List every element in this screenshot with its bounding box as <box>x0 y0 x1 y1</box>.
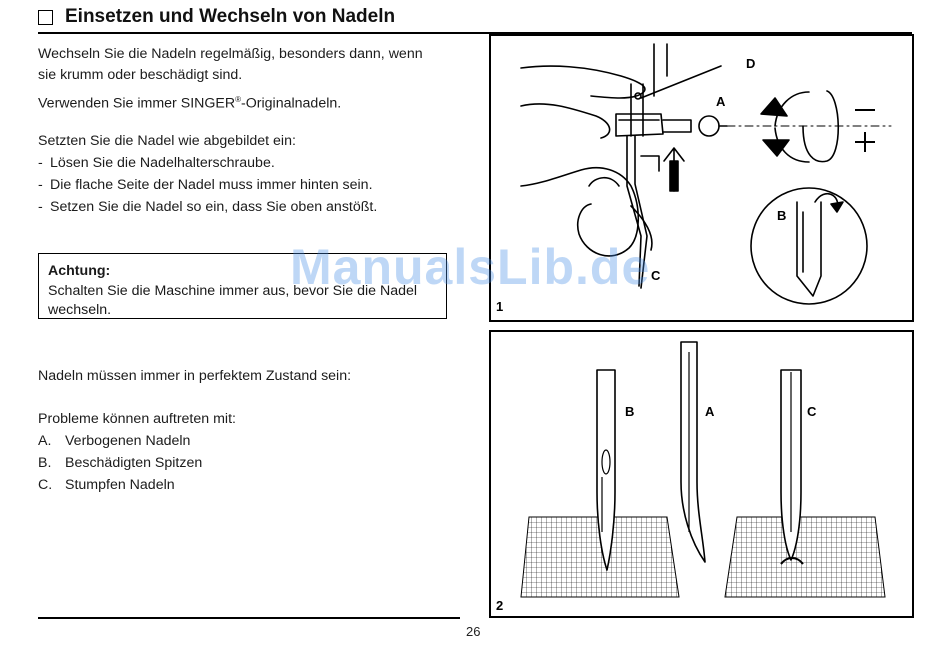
list-item-text: Die flache Seite der Nadel muss immer hi… <box>50 177 373 193</box>
list-dash: - <box>38 177 43 193</box>
list-dash: - <box>38 199 43 215</box>
condition-text: Nadeln müssen immer in perfektem Zustand… <box>38 368 352 384</box>
list-item: C. Stumpfen Nadeln <box>38 475 463 496</box>
warning-line-1: Schalten Sie die Maschine immer aus, bev… <box>48 282 418 299</box>
page-header: Einsetzen und Wechseln von Nadeln <box>38 6 395 28</box>
problems-lead: Probleme können auftreten mit: <box>38 411 236 427</box>
list-item-text: Beschädigten Spitzen <box>65 455 203 471</box>
figure-1-needle-insertion: D A B C 1 <box>489 34 914 322</box>
registered-mark: ® <box>235 95 242 104</box>
instructions-lead: Setzten Sie die Nadel wie abgebildet ein… <box>38 133 296 149</box>
list-item-label: C. <box>38 477 53 493</box>
list-dash: - <box>38 155 43 171</box>
warning-line-2: wechseln. <box>48 302 112 318</box>
list-item: - Lösen Sie die Nadelhalterschraube. <box>38 153 463 174</box>
checkbox-square-icon <box>38 9 53 25</box>
figure-number: 1 <box>496 299 504 314</box>
intro-line-1: Wechseln Sie die Nadeln regelmäßig, beso… <box>38 46 423 62</box>
list-item-text: Stumpfen Nadeln <box>65 477 175 493</box>
list-item-text: Setzen Sie die Nadel so ein, dass Sie ob… <box>50 199 378 215</box>
warning-title: Achtung: <box>48 263 111 279</box>
label-c: C <box>807 404 817 419</box>
list-item-label: B. <box>38 455 52 471</box>
condition-paragraph: Nadeln müssen immer in perfektem Zustand… <box>38 366 463 387</box>
list-item: B. Beschädigten Spitzen <box>38 453 463 474</box>
warning-box: Achtung: Schalten Sie die Maschine immer… <box>38 253 447 319</box>
figure-number: 2 <box>496 598 504 613</box>
intro-line-3: Verwenden Sie immer SINGER®-Originalnade… <box>38 89 463 115</box>
footer-rule <box>38 617 460 619</box>
list-item: - Setzen Sie die Nadel so ein, dass Sie … <box>38 197 463 218</box>
page-title: Einsetzen und Wechseln von Nadeln <box>65 6 396 27</box>
list-item-text: Verbogenen Nadeln <box>65 433 191 449</box>
intro-paragraph: Wechseln Sie die Nadeln regelmäßig, beso… <box>38 44 463 115</box>
watermark: ManualsLib.de <box>290 239 651 295</box>
header-rule <box>38 32 912 34</box>
needle-insertion-illustration <box>520 43 892 305</box>
label-a: A <box>705 404 715 419</box>
label-c: C <box>651 268 661 283</box>
label-b: B <box>625 404 635 419</box>
label-b: B <box>777 208 787 223</box>
list-item-label: A. <box>38 433 52 449</box>
list-item-text: Lösen Sie die Nadelhalterschraube. <box>50 155 275 171</box>
intro-line-3-text: Verwenden Sie immer SINGER <box>38 95 236 112</box>
label-a: A <box>716 94 726 109</box>
list-item: - Die flache Seite der Nadel muss immer … <box>38 175 463 196</box>
list-item: A. Verbogenen Nadeln <box>38 431 463 452</box>
intro-line-3-suffix: -Originalnadeln. <box>241 95 342 112</box>
label-d: D <box>746 56 756 71</box>
page-number: 26 <box>466 624 481 639</box>
instructions-block: Setzten Sie die Nadel wie abgebildet ein… <box>38 131 463 218</box>
intro-line-2: sie krumm oder beschädigt sind. <box>38 67 243 83</box>
needle-defects-illustration <box>520 341 886 598</box>
figure-2-needle-defects: B A C 2 <box>489 330 914 618</box>
problems-block: Probleme können auftreten mit: A. Verbog… <box>38 409 463 496</box>
